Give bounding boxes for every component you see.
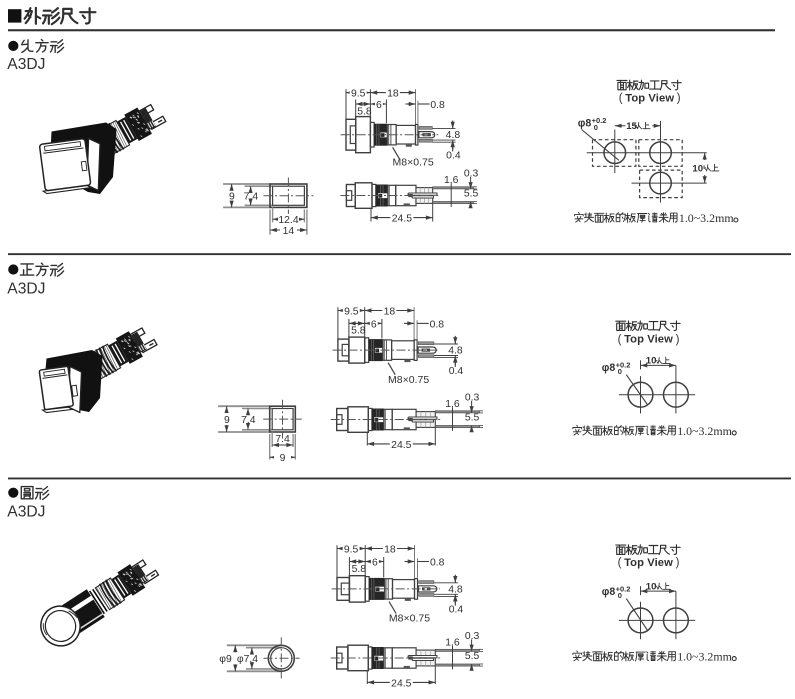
svg-text:0: 0	[594, 123, 598, 132]
svg-text:0.4: 0.4	[449, 366, 464, 377]
svg-text:18: 18	[387, 89, 399, 100]
svg-text:0.4: 0.4	[446, 151, 461, 162]
svg-text:9.5: 9.5	[344, 544, 359, 555]
svg-text:9: 9	[280, 453, 286, 464]
svg-text:1.6: 1.6	[445, 399, 460, 410]
svg-text:mm: mm	[715, 211, 734, 225]
svg-text:6: 6	[371, 319, 377, 330]
svg-text:4.8: 4.8	[448, 584, 463, 595]
svg-text:1.6: 1.6	[445, 638, 460, 649]
svg-text:Top View: Top View	[625, 92, 674, 104]
svg-text:): )	[677, 93, 681, 105]
svg-text:24.5: 24.5	[391, 440, 411, 451]
svg-text:φ8: φ8	[602, 362, 616, 374]
svg-text:+0.2: +0.2	[592, 116, 607, 125]
svg-text:M8×0.75: M8×0.75	[393, 157, 434, 169]
svg-text:18: 18	[384, 306, 396, 317]
svg-text:): )	[676, 557, 680, 569]
svg-text:A3DJ: A3DJ	[7, 504, 45, 521]
svg-text:4.8: 4.8	[446, 130, 461, 141]
svg-text:0.8: 0.8	[430, 557, 445, 568]
svg-text:12.4: 12.4	[278, 215, 298, 226]
svg-text:A3DJ: A3DJ	[7, 56, 45, 73]
svg-text:0.4: 0.4	[449, 605, 464, 616]
svg-text:0: 0	[618, 367, 622, 376]
svg-text:1.6: 1.6	[444, 175, 459, 186]
svg-text:0.3: 0.3	[465, 392, 480, 403]
svg-text:mm: mm	[713, 424, 732, 438]
svg-text:M8×0.75: M8×0.75	[389, 612, 430, 624]
svg-text:15: 15	[626, 121, 637, 132]
svg-text:5.5: 5.5	[464, 188, 479, 199]
svg-text:(: (	[618, 334, 622, 346]
svg-text:(: (	[619, 93, 623, 105]
svg-text:φ8: φ8	[602, 586, 616, 598]
svg-text:6: 6	[376, 100, 382, 111]
svg-text:1.0~3.2: 1.0~3.2	[677, 424, 713, 438]
svg-text:A3DJ: A3DJ	[7, 281, 45, 298]
svg-text:7.4: 7.4	[241, 415, 256, 426]
svg-text:φ8: φ8	[578, 118, 592, 130]
svg-text:M8×0.75: M8×0.75	[388, 374, 429, 386]
svg-text:14: 14	[283, 226, 295, 237]
svg-text:7.4: 7.4	[275, 434, 290, 445]
svg-text:φ7.4: φ7.4	[237, 654, 258, 665]
svg-text:0.3: 0.3	[465, 631, 480, 642]
svg-text:9: 9	[224, 415, 230, 426]
svg-text:5.5: 5.5	[465, 412, 480, 423]
svg-text:(: (	[618, 557, 622, 569]
svg-text:5.8: 5.8	[351, 326, 366, 337]
svg-text:1.0~3.2: 1.0~3.2	[679, 211, 715, 225]
svg-text:10: 10	[646, 356, 657, 367]
svg-text:24.5: 24.5	[392, 214, 412, 225]
svg-text:10: 10	[692, 163, 703, 174]
svg-text:0.8: 0.8	[430, 319, 445, 330]
svg-text:φ9: φ9	[219, 654, 232, 665]
svg-text:5.5: 5.5	[465, 651, 480, 662]
svg-text:0: 0	[618, 591, 622, 600]
svg-text:0.3: 0.3	[464, 168, 479, 179]
svg-text:7.4: 7.4	[244, 191, 259, 202]
svg-text:9.5: 9.5	[344, 306, 359, 317]
svg-text:): )	[676, 334, 680, 346]
svg-text:6: 6	[372, 557, 378, 568]
svg-text:24.5: 24.5	[391, 678, 411, 689]
svg-text:10: 10	[646, 581, 657, 592]
svg-text:18: 18	[384, 544, 396, 555]
svg-text:0.8: 0.8	[430, 100, 445, 111]
svg-text:4.8: 4.8	[448, 346, 463, 357]
svg-text:mm: mm	[713, 650, 732, 664]
svg-text:5.8: 5.8	[352, 564, 367, 575]
svg-text:Top View: Top View	[624, 334, 673, 346]
svg-text:5.8: 5.8	[357, 106, 372, 117]
svg-text:9.5: 9.5	[351, 89, 366, 100]
svg-text:+0.2: +0.2	[616, 584, 631, 593]
svg-text:9: 9	[229, 191, 235, 202]
svg-text:Top View: Top View	[624, 557, 673, 569]
svg-text:1.0~3.2: 1.0~3.2	[677, 650, 713, 664]
svg-text:+0.2: +0.2	[616, 361, 631, 370]
